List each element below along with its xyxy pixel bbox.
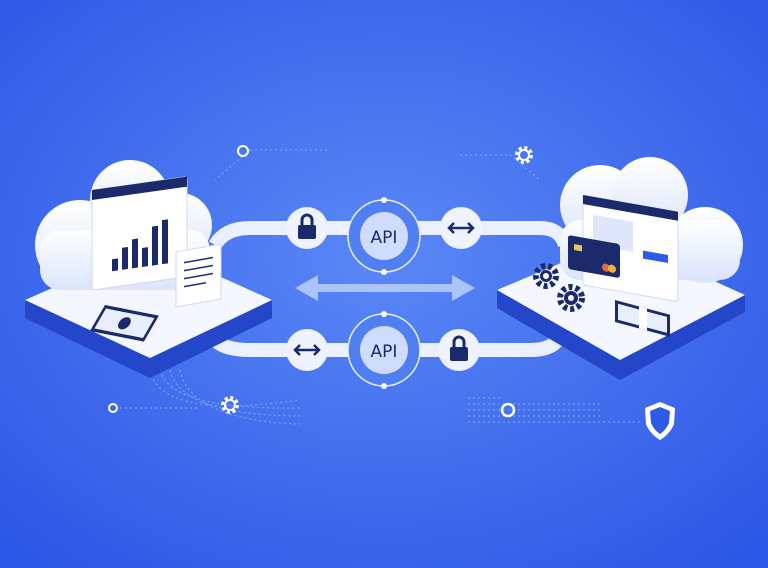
gear-icon bbox=[533, 263, 559, 289]
right-cloud-platform bbox=[497, 157, 745, 380]
api-node-bottom: API bbox=[347, 311, 421, 389]
decorative-lines bbox=[120, 149, 640, 425]
api-node-top: API bbox=[347, 197, 421, 275]
bar-chart-icon bbox=[112, 219, 168, 272]
dot-icon bbox=[237, 145, 249, 157]
gear-icon bbox=[221, 396, 239, 414]
credit-card-icon bbox=[568, 235, 620, 278]
lock-icon bbox=[286, 207, 328, 249]
gear-icon bbox=[515, 146, 533, 164]
cash-icon bbox=[615, 300, 670, 337]
dot-icon bbox=[108, 403, 118, 413]
bidirectional-arrow-icon bbox=[286, 329, 328, 371]
shield-icon bbox=[645, 402, 675, 440]
left-cloud-platform bbox=[25, 160, 272, 378]
bar-chart-monitor bbox=[91, 176, 188, 291]
document-icon bbox=[175, 243, 222, 308]
bidirectional-arrow-icon bbox=[295, 275, 475, 301]
lock-icon bbox=[438, 329, 480, 371]
dot-icon bbox=[500, 402, 516, 418]
api-label: API bbox=[371, 342, 398, 362]
bidirectional-arrow-icon bbox=[440, 207, 482, 249]
cash-icon bbox=[89, 305, 159, 342]
gear-icon bbox=[557, 284, 585, 312]
api-label: API bbox=[371, 228, 398, 248]
